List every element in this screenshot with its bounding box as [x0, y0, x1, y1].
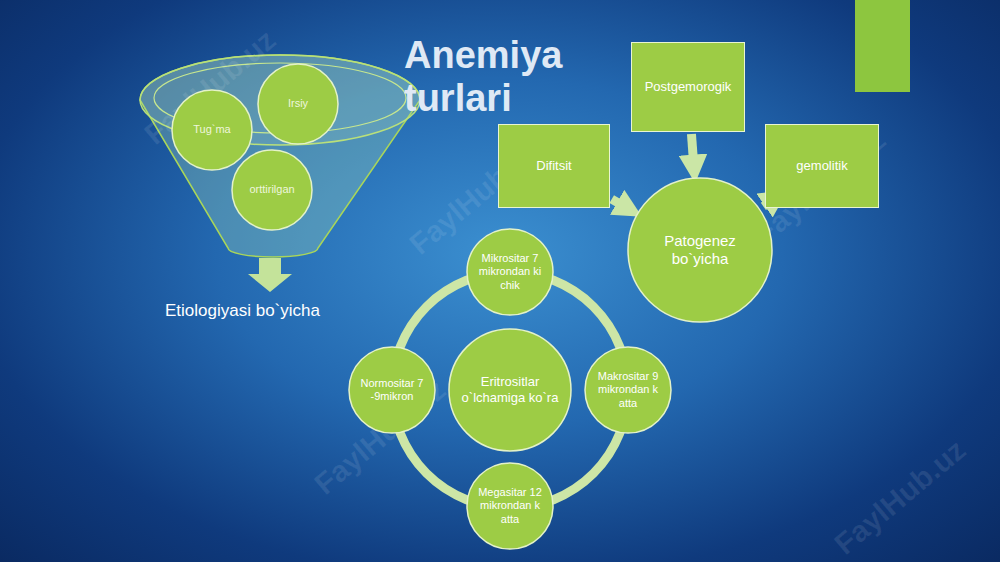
node-text: Difitsit: [536, 158, 571, 174]
pathogenesis-box: gemolitik: [765, 124, 879, 208]
size-circle: Makrositar 9mikrondan katta: [584, 346, 672, 434]
size-circle: Megasitar 12mikrondan katta: [466, 462, 554, 550]
node-text: Normositar 7-9mikron: [360, 377, 425, 403]
etiology-label: Etiologiyasi bo`yicha: [165, 301, 320, 321]
node-text: Megasitar 12mikrondan katta: [478, 486, 543, 526]
down-arrow: [248, 258, 292, 292]
size-circle: Normositar 7-9mikron: [348, 346, 436, 434]
accent-bar: [855, 0, 910, 92]
etiology-circle: Irsiy: [257, 63, 339, 145]
node-text: gemolitik: [796, 158, 847, 174]
block-arrow: [691, 134, 693, 163]
node-text: Eritrositlar o`lchamiga ko`ra: [462, 374, 559, 405]
pathogenesis-circle: Patogenez bo`yicha: [627, 177, 773, 323]
pathogenesis-box: Postgemorogik: [631, 42, 745, 132]
pathogenesis-box: Difitsit: [498, 124, 610, 208]
node-text: Patogenez bo`yicha: [643, 232, 757, 268]
size-circle: Mikrositar 7mikrondan kichik: [466, 228, 554, 316]
etiology-circle: orttirilgan: [231, 149, 313, 231]
node-text: Postgemorogik: [645, 79, 732, 95]
node-text: orttirilgan: [249, 183, 294, 196]
node-text: Mikrositar 7mikrondan kichik: [478, 252, 543, 292]
funnel: [140, 55, 420, 257]
node-text: Makrositar 9mikrondan katta: [596, 370, 661, 410]
title: Anemiya turlari: [404, 34, 609, 119]
etiology-circle: Tug`ma: [171, 89, 253, 171]
watermark: FaylHub.uz: [828, 433, 972, 562]
node-text: Tug`ma: [193, 123, 231, 136]
block-arrow: [612, 199, 625, 206]
node-text: Irsiy: [288, 97, 308, 110]
size-center-circle: Eritrositlar o`lchamiga ko`ra: [448, 328, 572, 452]
